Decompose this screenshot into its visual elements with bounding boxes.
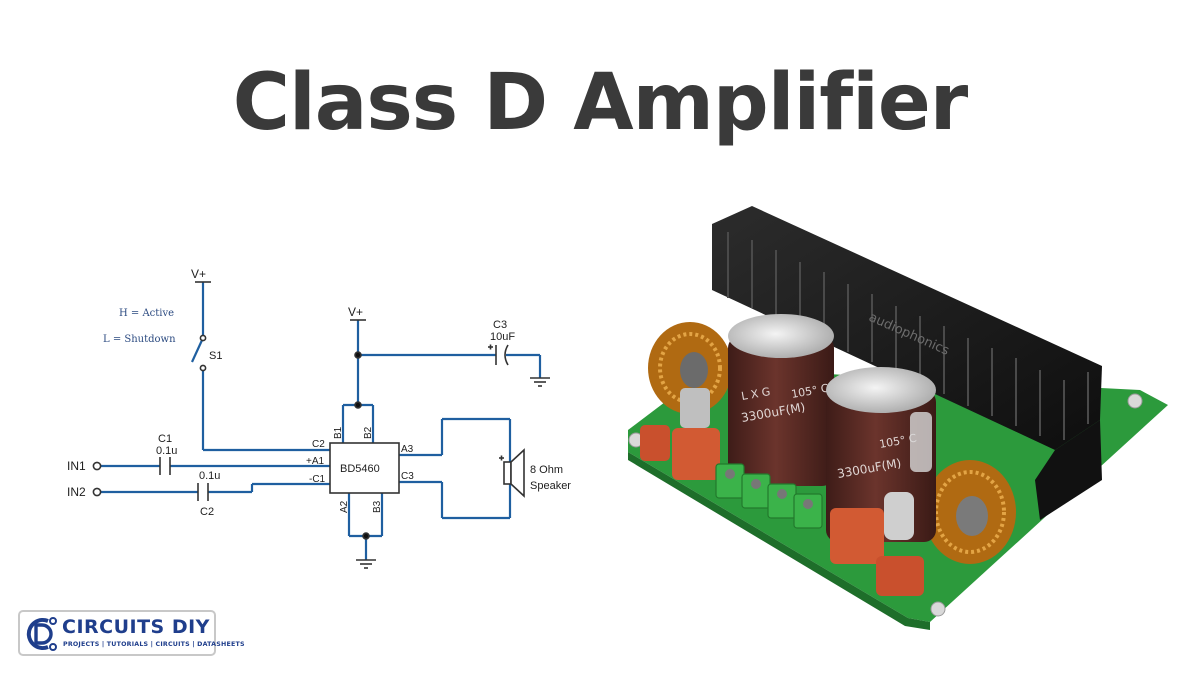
drawing-element (26, 618, 49, 650)
page-title: Class D Amplifier (232, 58, 969, 148)
drawing-element (793, 493, 823, 529)
pin-a3-label: A3 (401, 444, 414, 455)
vplus-ic-label: V+ (348, 305, 363, 319)
drawing-element (826, 367, 936, 413)
film-capacitor (876, 556, 924, 596)
film-capacitor (830, 508, 884, 564)
ground-icon (356, 559, 376, 569)
drawing-element (49, 617, 57, 625)
drawing-element (680, 352, 708, 388)
capacitor-c2-ref: C2 (200, 506, 214, 518)
ground-icon (530, 377, 550, 387)
screw-terminal-block (715, 463, 823, 529)
heatsink: audiophonics (712, 206, 1102, 520)
drawing-element (49, 643, 57, 651)
toroid-inductor-right (924, 460, 1016, 564)
pin-b3-label: B3 (372, 500, 383, 513)
vplus-switch-label: V+ (191, 267, 206, 281)
drawing-element (803, 499, 813, 509)
speaker-label-line1: 8 Ohm (530, 464, 563, 476)
drawing-element (34, 623, 53, 645)
logo-name: CIRCUITS DIY (62, 616, 210, 638)
capacitor-c3-ref: C3 (493, 319, 507, 331)
capacitor-c3-value: 10uF (490, 331, 515, 343)
drawing-element (777, 489, 787, 499)
capacitor-c2-value: 0.1u (199, 470, 220, 482)
drawing-element (712, 206, 1102, 450)
pin-c1-label: -C1 (309, 474, 326, 485)
switch-contact (199, 364, 207, 372)
pin-b1-label: B1 (333, 426, 344, 439)
drawing-element (956, 496, 988, 536)
pin-c3-label: C3 (401, 471, 414, 482)
capacitor-c1-value: 0.1u (156, 445, 177, 457)
circuits-diy-logo[interactable]: CIRCUITS DIY PROJECTS | TUTORIALS | CIRC… (18, 610, 244, 656)
mode-shutdown-label: L = Shutdown (103, 334, 176, 345)
input-in2-label: IN2 (67, 485, 86, 499)
ic-name-label: BD5460 (340, 463, 380, 475)
capacitor-temp: 105° C (878, 432, 918, 451)
small-capacitor (884, 492, 914, 540)
schematic-symbols (92, 281, 550, 569)
capacitor-c1-ref: C1 (158, 433, 172, 445)
drawing-element (751, 479, 761, 489)
drawing-element (910, 412, 932, 472)
capacitor-temp: 105° C (790, 382, 830, 401)
electrolytic-capacitor-1: 3300uF(M) 105° C L X G (728, 314, 834, 486)
junction-dot (362, 532, 370, 540)
pin-a2-label: A2 (339, 500, 350, 513)
capacitor-c3-curved-plate (504, 344, 509, 366)
drawing-element (728, 314, 834, 358)
schematic-labels: V+ V+ H = Active L = Shutdown S1 BD5460 … (67, 267, 571, 518)
input-in1-label: IN1 (67, 459, 86, 473)
speaker-icon (503, 448, 525, 498)
film-capacitor (672, 428, 720, 480)
capacitor-series: L X G (740, 385, 771, 403)
drawing-element (728, 336, 834, 486)
switch-contact (199, 334, 207, 342)
mounting-hole (930, 601, 946, 617)
logo-tagline: PROJECTS | TUTORIALS | CIRCUITS | DATASH… (63, 641, 245, 648)
pin-a1-label: +A1 (306, 456, 325, 467)
pin-c2-label: C2 (312, 439, 325, 450)
input-in2-terminal (92, 487, 102, 497)
junction-dot (354, 401, 362, 409)
mode-active-label: H = Active (119, 308, 174, 319)
toroid-inductor-left (648, 322, 732, 428)
mounting-hole (1127, 393, 1143, 409)
film-capacitor (640, 425, 670, 461)
drawing-element (727, 232, 1089, 440)
drawing-element (725, 469, 735, 479)
junction-dot (354, 351, 362, 359)
switch-s1-blade (191, 337, 204, 363)
drawing-element (510, 448, 525, 498)
ic-bd5460-body (329, 442, 400, 494)
schematic-wires (101, 282, 542, 560)
drawing-element (680, 388, 710, 428)
input-in1-terminal (92, 461, 102, 471)
screw-icon (725, 469, 813, 509)
switch-s1-label: S1 (209, 350, 222, 362)
drawing-element (1035, 420, 1102, 520)
circuits-diy-logo-icon (26, 617, 57, 651)
speaker-label-line2: Speaker (530, 480, 571, 492)
amplifier-schematic: V+ V+ H = Active L = Shutdown S1 BD5460 … (67, 267, 571, 569)
pin-b2-label: B2 (363, 426, 374, 439)
